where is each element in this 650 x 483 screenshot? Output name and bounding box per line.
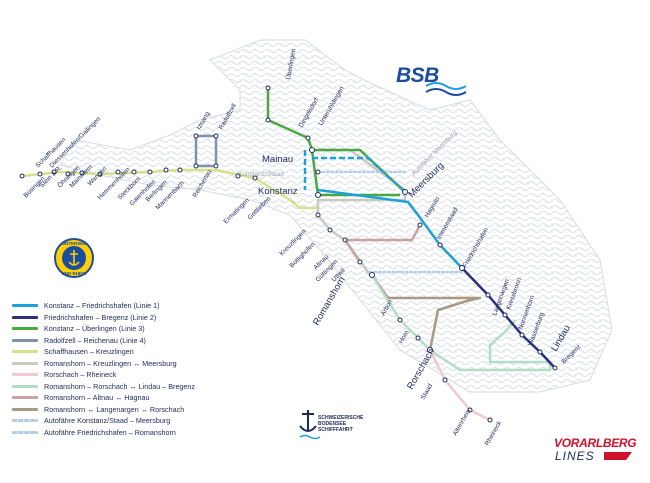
sbs-wave-icon xyxy=(299,434,321,440)
sbs-line-1: SCHWEIZERISCHE xyxy=(318,415,364,421)
station-dots xyxy=(19,85,558,423)
label-rheineck: Rheineck xyxy=(484,419,504,447)
route-linie-3[interactable] xyxy=(266,88,400,197)
route-linie-1[interactable] xyxy=(317,188,463,269)
legend-label: Romanshorn – Altnau ↔ Hagnau xyxy=(44,393,150,403)
legend-item[interactable]: Romanshorn ↔ Langenargen ↔ Rorschach xyxy=(12,404,242,416)
legend-label: Romanshorn – Rorschach ↔ Lindau – Bregen… xyxy=(44,381,196,391)
label-mainau: Mainau xyxy=(262,154,293,165)
legend-item[interactable]: Romanshorn – Altnau ↔ Hagnau xyxy=(12,392,242,404)
legend-item[interactable]: Autofähre Friedrichshafen – Romanshorn xyxy=(12,427,242,439)
route-romanshorn-altnau-hagnau[interactable] xyxy=(345,224,422,242)
badge-top-text: UNTERSEE xyxy=(62,241,87,246)
legend-item[interactable]: Romanshorn – Kreuzlingen ↔ Meersburg xyxy=(12,358,242,370)
label-romanshorn: Romanshorn xyxy=(311,275,348,328)
legend-label: Schaffhausen – Kreuzlingen xyxy=(44,347,134,357)
route-romanshorn-kreuzlingen-meersburg[interactable] xyxy=(316,148,407,276)
legend-label: Konstanz – Friedrichshafen (Linie 1) xyxy=(44,301,160,311)
legend-item[interactable]: Friedrichshafen – Bregenz (Linie 2) xyxy=(12,312,242,324)
ferry-lines xyxy=(316,170,464,274)
legend-label: Konstanz – Überlingen (Linie 3) xyxy=(44,324,145,334)
legend-swatch xyxy=(12,315,38,319)
legend-label: Autofähre Konstanz/Staad – Meersburg xyxy=(44,416,171,426)
legend-swatch xyxy=(12,373,38,377)
legend-item[interactable]: Autofähre Konstanz/Staad – Meersburg xyxy=(12,415,242,427)
legend-swatch xyxy=(12,407,38,411)
sbs-line-3: SCHIFFFAHRT xyxy=(318,427,353,433)
vorarlberg-logo-line2: LINES xyxy=(555,449,595,463)
legend-item[interactable]: Konstanz – Überlingen (Linie 3) xyxy=(12,323,242,335)
legend-item[interactable]: Schaffhausen – Kreuzlingen xyxy=(12,346,242,358)
route-linie-2[interactable] xyxy=(461,267,556,369)
vorarlberg-ship-icon xyxy=(604,452,632,460)
route-legend: Konstanz – Friedrichshafen (Linie 1)Frie… xyxy=(12,300,242,438)
bsb-logo: BSB xyxy=(396,64,439,87)
legend-swatch xyxy=(12,361,38,365)
label-konstanzstaad: Konstanz/Staad xyxy=(238,171,284,178)
untersee-rhein-badge: UNTERSEE UND RHEIN xyxy=(54,238,94,278)
label-ermatingen: Ermatingen xyxy=(222,197,251,226)
legend-item[interactable]: Konstanz – Friedrichshafen (Linie 1) xyxy=(12,300,242,312)
legend-item[interactable]: Rorschach – Rheineck xyxy=(12,369,242,381)
legend-label: Romanshorn ↔ Langenargen ↔ Rorschach xyxy=(44,404,185,414)
legend-label: Friedrichshafen – Bregenz (Linie 2) xyxy=(44,312,157,322)
vorarlberg-logo-line1: VORARLBERG xyxy=(554,436,637,450)
bsb-wave-icon xyxy=(425,82,467,96)
legend-item[interactable]: Radolfzell – Reichenau (Linie 4) xyxy=(12,335,242,347)
legend-swatch xyxy=(12,327,38,331)
legend-label: Romanshorn – Kreuzlingen ↔ Meersburg xyxy=(44,358,177,368)
legend-item[interactable]: Romanshorn – Rorschach ↔ Lindau – Bregen… xyxy=(12,381,242,393)
route-rorschach-rheineck[interactable] xyxy=(428,349,491,422)
label-altenrhein: Altenrhein xyxy=(452,408,473,437)
legend-label: Radolfzell – Reichenau (Linie 4) xyxy=(44,335,146,345)
route-rorschach-lindau-bregenz[interactable] xyxy=(370,274,552,372)
badge-bottom-text: UND RHEIN xyxy=(61,271,86,276)
legend-swatch xyxy=(12,304,38,308)
lake-outline xyxy=(59,39,613,393)
legend-swatch xyxy=(12,338,38,342)
legend-swatch xyxy=(12,419,38,423)
sbs-line-2: BODENSEE xyxy=(318,421,347,427)
label-staad: Staad xyxy=(420,382,435,401)
legend-swatch xyxy=(12,384,38,388)
label-konstanz: Konstanz xyxy=(258,186,298,197)
legend-label: Autofähre Friedrichshafen – Romanshorn xyxy=(44,427,176,437)
route-linie-1-mainau[interactable] xyxy=(303,150,406,193)
sbs-logo-text: SCHWEIZERISCHE BODENSEE SCHIFFFAHRT xyxy=(318,415,363,433)
route-romanshorn-altnau[interactable] xyxy=(343,239,362,263)
sbs-anchor-icon xyxy=(299,410,317,432)
legend-swatch xyxy=(12,396,38,400)
legend-label: Rorschach – Rheineck xyxy=(44,370,117,380)
legend-swatch xyxy=(12,430,38,434)
legend-swatch xyxy=(12,350,38,354)
